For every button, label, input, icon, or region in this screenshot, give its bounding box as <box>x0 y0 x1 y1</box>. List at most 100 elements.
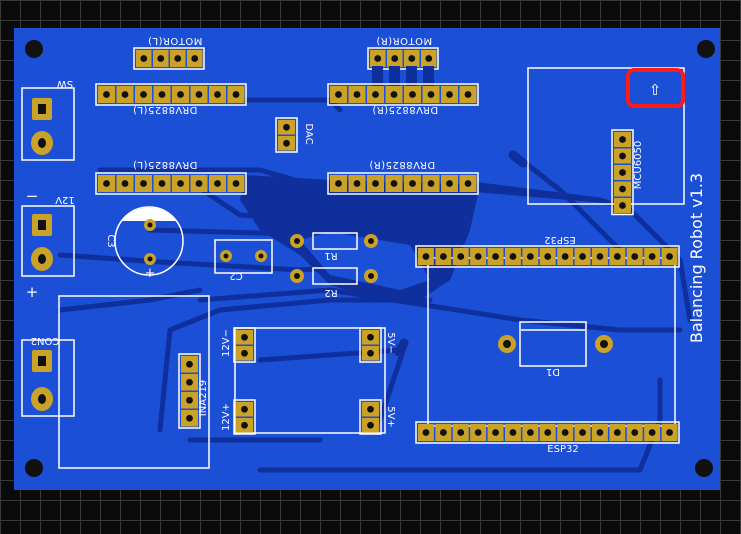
drv8825-l-top-header-hole <box>214 91 221 98</box>
drv8825-r-top-header-outline <box>327 83 479 106</box>
drv8825-r-top-header-hole <box>446 91 453 98</box>
motor-l-header-outline <box>133 47 205 70</box>
copper-pour-notch <box>300 232 430 290</box>
label-drv8825-l-top: DRV8825(L) <box>133 104 198 115</box>
drv8825-l-mid-header-hole <box>232 180 240 187</box>
label-drv8825-l-mid: DRV8825(L) <box>133 159 198 170</box>
terminal-pads <box>31 98 53 411</box>
esp32-bottom-header-hole <box>631 429 639 436</box>
drv8825-r-mid-header-hole <box>353 180 361 187</box>
drv8825-l-top-header-hole <box>232 91 240 98</box>
v12-plus-header-hole <box>241 421 248 429</box>
label-c2: C2 <box>229 270 242 281</box>
label-minus: − <box>26 187 39 205</box>
drv8825-r-mid-header-hole <box>372 180 379 187</box>
label-dac: DAC <box>303 123 314 144</box>
drv8825-r-top-header-hole <box>427 91 435 98</box>
label-5v-minus: 5V− <box>385 332 396 354</box>
dac-header-outline <box>275 117 298 153</box>
label-5v-plus: 5V+ <box>385 406 396 428</box>
drv8825-l-top-header-hole <box>195 91 203 98</box>
mcu6050-header-hole <box>619 136 626 143</box>
label-r2: R2 <box>324 287 337 298</box>
esp32-bottom-header-hole <box>457 429 465 436</box>
ina219-header-outline <box>178 353 201 429</box>
label-r1: R1 <box>324 250 337 261</box>
drv8825-l-mid-header-hole <box>158 180 166 187</box>
up-arrow-icon: ⇧ <box>649 81 662 99</box>
drv8825-r-top-header-hole <box>390 91 398 98</box>
drv8825-l-top-header-outline <box>95 83 247 106</box>
drv8825-l-mid-header-hole <box>121 180 129 187</box>
esp32-bottom-header-hole <box>561 429 569 436</box>
drv8825-l-mid-header-hole <box>195 180 203 187</box>
motor-r-header-stubs-stub <box>423 66 434 86</box>
motor-l-header-hole <box>157 55 165 62</box>
esp32-top-header-hole <box>579 253 586 260</box>
esp32-top-header-hole <box>544 253 552 260</box>
ina219-header-hole <box>186 414 193 422</box>
esp32-top-header-hole <box>474 253 482 260</box>
label-d1: D1 <box>546 366 560 377</box>
label-mcu6050: MCU6050 <box>633 141 644 189</box>
v12-minus-header-outline <box>233 327 256 363</box>
drv8825-l-mid-header-outline <box>95 172 247 195</box>
v5-minus-header-outline <box>359 327 382 363</box>
highlight-marker[interactable]: ⇧ <box>626 68 685 108</box>
esp32-bottom-header-hole <box>613 429 621 436</box>
motor-r-header-stubs-stub <box>389 66 400 86</box>
capacitor-c3-polarity <box>122 207 176 221</box>
mcu6050-header-hole <box>619 152 626 160</box>
ina219-header-hole <box>186 396 193 404</box>
mounting-hole-bottom-left <box>25 459 43 477</box>
esp32-top-header-outline <box>415 245 680 268</box>
label-c3: C3 <box>105 234 116 247</box>
v12-plus-header-outline <box>233 399 256 435</box>
drv8825-l-top-header-hole <box>121 91 129 98</box>
esp32-bottom-header-hole <box>526 429 534 436</box>
mcu6050-header-hole <box>619 185 626 193</box>
dac-header-hole <box>283 139 290 147</box>
drv8825-l-top-header-hole <box>140 91 147 98</box>
esp32-top-header-hole <box>526 253 534 260</box>
drv8825-r-mid-header-hole <box>335 180 342 187</box>
drv8825-r-mid-header-hole <box>464 180 472 187</box>
motor-r-header-stubs-stub <box>406 66 417 86</box>
v5-minus-header-hole <box>367 349 374 357</box>
v5-plus-header-outline <box>359 399 382 435</box>
pin-headers <box>95 47 680 444</box>
label-12v: 12V <box>55 194 75 205</box>
highlight-box[interactable] <box>626 68 685 108</box>
mounting-hole-top-left <box>25 40 43 58</box>
label-sw: SW <box>57 78 73 89</box>
drv8825-l-mid-header-hole <box>140 180 147 187</box>
label-motor-l: MOTOR(L) <box>148 35 203 46</box>
esp32-bottom-header-hole <box>509 429 517 436</box>
drv8825-r-mid-header-outline <box>327 172 479 195</box>
esp32-top-header-hole <box>457 253 465 260</box>
esp32-top-header-hole <box>631 253 639 260</box>
motor-l-header-hole <box>174 55 182 62</box>
drv8825-r-top-header-hole <box>409 91 416 98</box>
label-esp32-top: ESP32 <box>544 234 575 245</box>
mcu6050-header-outline <box>611 129 634 216</box>
label-12v-plus: 12V+ <box>221 403 232 431</box>
esp32-top-header-hole <box>613 253 621 260</box>
mcu6050-header-hole <box>619 202 626 209</box>
dac-header-hole <box>283 123 290 131</box>
motor-r-header-hole <box>425 55 433 62</box>
mounting-hole-bottom-right <box>695 459 713 477</box>
trace-slots <box>394 150 528 357</box>
drv8825-l-top-header-hole <box>103 91 110 98</box>
drv8825-l-top-header-hole <box>158 91 166 98</box>
v12-minus-header-hole <box>241 333 248 341</box>
drv8825-l-mid-header-hole <box>177 180 184 187</box>
motor-r-header-outline <box>367 47 439 70</box>
mounting-hole-top-right <box>697 40 715 58</box>
esp32-bottom-header-hole <box>422 429 430 436</box>
silkscreen-labels: MOTOR(L) MOTOR(R) DRV8825(L) DRV8825(R) … <box>26 35 706 455</box>
esp32-bottom-header-hole <box>579 429 586 436</box>
esp32-top-header-hole <box>648 253 656 260</box>
board-title: Balancing Robot v1.3 <box>687 173 706 343</box>
